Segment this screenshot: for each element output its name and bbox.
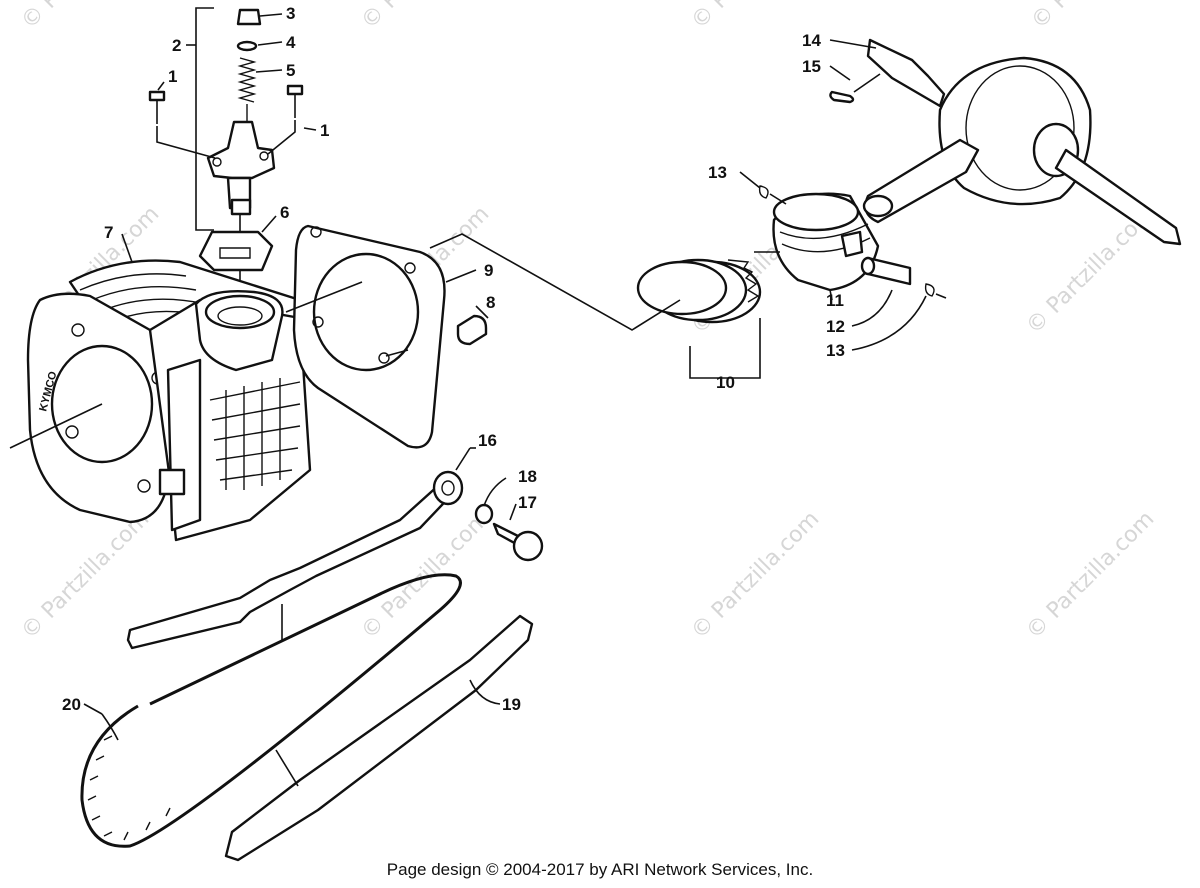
crankshaft	[829, 38, 1182, 246]
watermark: © Partzilla.com	[357, 0, 495, 34]
footer-credit: Page design © 2004-2017 by ARI Network S…	[386, 860, 814, 879]
base-gasket	[285, 224, 489, 449]
watermark: © Partzilla.com	[687, 0, 825, 34]
piston-rings	[429, 233, 762, 379]
callout-10: 10	[716, 373, 735, 392]
cylinder: KYMCO	[9, 233, 312, 542]
callout-5: 5	[286, 61, 295, 80]
callout-8: 8	[486, 293, 495, 312]
callout-labels: 1 1 2 3 4 5 6 7 8 9 10 11 12 13 13 14 15…	[62, 4, 845, 714]
callout-16: 16	[478, 431, 497, 450]
callout-13: 13	[708, 163, 727, 182]
tensioner-assembly	[148, 7, 317, 300]
callout-11: 11	[826, 291, 844, 310]
callout-3: 3	[286, 4, 295, 23]
callout-18: 18	[518, 467, 537, 486]
callout-1: 1	[168, 67, 177, 86]
callout-7: 7	[104, 223, 113, 242]
callout-14: 14	[802, 31, 821, 50]
watermark: © Partzilla.com	[687, 507, 825, 645]
chain-guide	[126, 447, 544, 650]
callout-19: 19	[502, 695, 521, 714]
piston-assembly	[739, 171, 947, 351]
callout-2: 2	[172, 36, 181, 55]
callout-17: 17	[518, 493, 537, 512]
callout-12: 12	[826, 317, 845, 336]
watermark: © Partzilla.com	[1027, 0, 1165, 34]
chain-slipper	[224, 614, 534, 862]
callout-9: 9	[484, 261, 493, 280]
watermark: © Partzilla.com	[1022, 507, 1160, 645]
callout-4: 4	[286, 33, 296, 52]
callout-15: 15	[802, 57, 821, 76]
watermark: © Partzilla.com	[17, 507, 155, 645]
callout-1: 1	[320, 121, 329, 140]
cam-chain	[80, 573, 462, 848]
callout-20: 20	[62, 695, 81, 714]
watermark: © Partzilla.com	[17, 0, 155, 34]
callout-6: 6	[280, 203, 289, 222]
callout-13: 13	[826, 341, 845, 360]
